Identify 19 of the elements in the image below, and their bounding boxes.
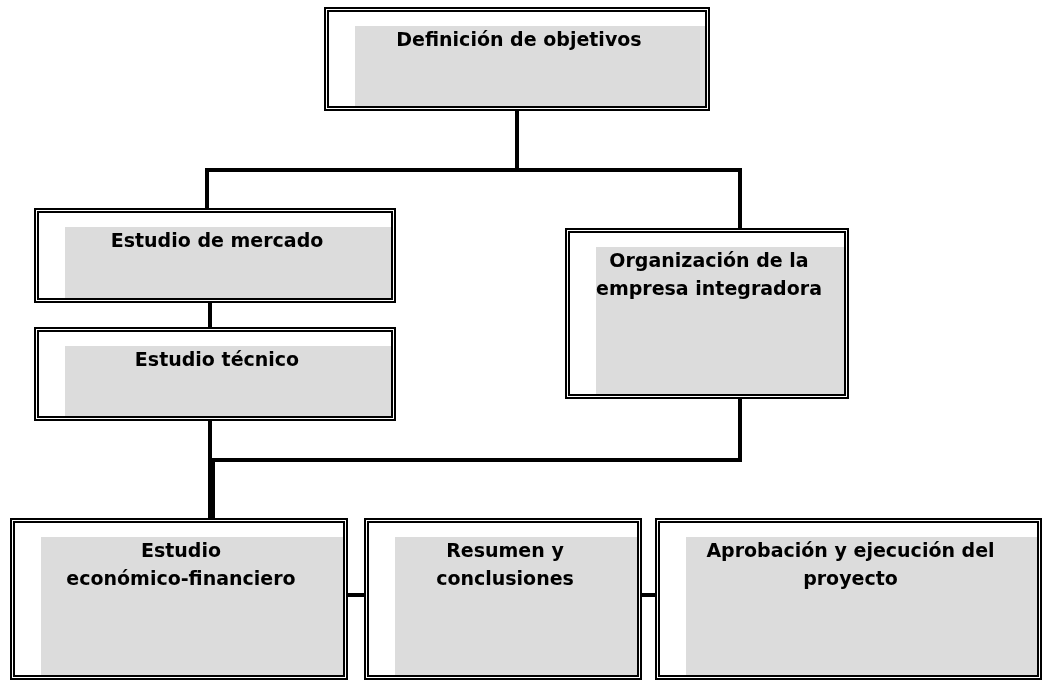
- process-box: [10, 518, 348, 680]
- box-label: Resumen y conclusiones: [435, 538, 575, 591]
- box-label: Estudio de mercado: [109, 228, 325, 253]
- process-box: [324, 7, 710, 111]
- box-label: Aprobación y ejecución del proyecto: [705, 538, 996, 591]
- box-label: Estudio técnico: [133, 347, 301, 372]
- process-box: [364, 518, 642, 680]
- process-box: [34, 327, 396, 421]
- process-box: [655, 518, 1042, 680]
- connector-line: [208, 421, 212, 518]
- connector-line: [348, 593, 364, 597]
- box-label: Estudio económico-financiero: [65, 538, 297, 591]
- box-label: Organización de la empresa integradora: [595, 248, 823, 301]
- connector-line: [208, 303, 212, 327]
- process-box: [34, 208, 396, 303]
- process-box: [565, 228, 849, 399]
- connector-line: [211, 399, 742, 518]
- box-label: Definición de objetivos: [395, 27, 643, 52]
- connector-line: [642, 593, 655, 597]
